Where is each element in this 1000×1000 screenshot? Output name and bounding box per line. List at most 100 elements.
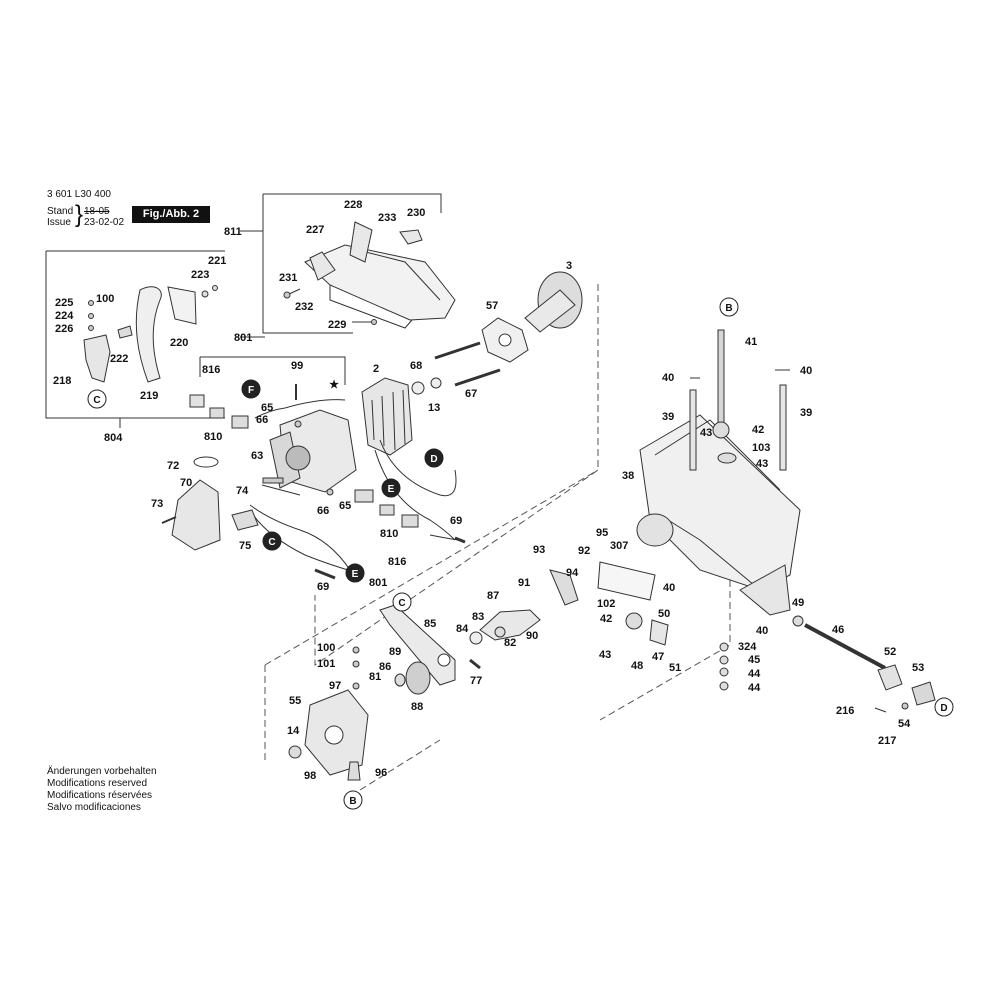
stand-value: 18-05 bbox=[84, 206, 110, 217]
label-88: 88 bbox=[411, 701, 423, 713]
callout-e-top: E bbox=[381, 478, 401, 498]
label-324: 324 bbox=[738, 641, 757, 653]
label-94: 94 bbox=[566, 567, 579, 579]
label-811: 811 bbox=[224, 226, 242, 238]
label-804: 804 bbox=[104, 432, 123, 444]
svg-text:C: C bbox=[268, 537, 275, 548]
label-43-top: 43 bbox=[700, 427, 712, 439]
armature bbox=[494, 271, 583, 349]
label-43-mid: 43 bbox=[756, 458, 768, 470]
label-89: 89 bbox=[389, 646, 401, 658]
stand-label: Stand bbox=[47, 206, 74, 217]
label-216: 216 bbox=[836, 705, 854, 717]
label-93: 93 bbox=[533, 544, 545, 556]
label-69-right: 69 bbox=[450, 515, 462, 527]
label-218: 218 bbox=[53, 375, 71, 387]
motor-housing bbox=[269, 409, 357, 493]
label-72: 72 bbox=[167, 460, 179, 472]
label-97: 97 bbox=[329, 680, 341, 692]
label-86: 86 bbox=[379, 661, 391, 673]
label-13: 13 bbox=[428, 402, 440, 414]
label-66-mid: 66 bbox=[317, 505, 329, 517]
stator bbox=[361, 377, 413, 456]
label-227: 227 bbox=[306, 224, 324, 236]
callout-c-motor: C bbox=[262, 531, 282, 551]
part-number: 3 601 L30 400 bbox=[47, 189, 111, 200]
label-67: 67 bbox=[465, 388, 477, 400]
stand-issue-values: 18-05 23-02-02 bbox=[84, 206, 124, 228]
label-232: 232 bbox=[295, 301, 313, 313]
label-81: 81 bbox=[369, 671, 381, 683]
label-40-right: 40 bbox=[800, 365, 812, 377]
riving-knife-assembly bbox=[83, 285, 218, 383]
star-marker: ★ bbox=[329, 379, 339, 391]
label-221: 221 bbox=[208, 255, 226, 267]
label-801-top: 801 bbox=[234, 332, 252, 344]
label-45: 45 bbox=[748, 654, 760, 666]
svg-text:D: D bbox=[430, 454, 437, 465]
label-51: 51 bbox=[669, 662, 681, 674]
label-222: 222 bbox=[110, 353, 128, 365]
label-40-lower: 40 bbox=[756, 625, 768, 637]
brace-glyph: } bbox=[75, 201, 84, 228]
label-14: 14 bbox=[287, 725, 300, 737]
label-44-b: 44 bbox=[748, 682, 761, 694]
label-99: 99 bbox=[291, 360, 303, 372]
figure-badge: Fig./Abb. 2 bbox=[132, 206, 210, 223]
callout-c-arm: C bbox=[392, 592, 412, 612]
label-91: 91 bbox=[518, 577, 530, 589]
stand-issue-labels: Stand Issue bbox=[47, 206, 87, 228]
issue-value: 23-02-02 bbox=[84, 217, 125, 228]
callout-e-bottom: E bbox=[345, 563, 365, 583]
label-74: 74 bbox=[236, 485, 249, 497]
label-46: 46 bbox=[832, 624, 844, 636]
svg-text:C: C bbox=[93, 395, 100, 406]
label-65-mid: 65 bbox=[339, 500, 351, 512]
label-95: 95 bbox=[596, 527, 608, 539]
label-230: 230 bbox=[407, 207, 425, 219]
label-231: 231 bbox=[279, 272, 297, 284]
label-47: 47 bbox=[652, 651, 664, 663]
label-220: 220 bbox=[170, 337, 188, 349]
label-38: 38 bbox=[622, 470, 634, 482]
label-98: 98 bbox=[304, 770, 316, 782]
label-41: 41 bbox=[745, 336, 757, 348]
callout-c-riving: C bbox=[87, 389, 107, 409]
group-box-816-801 bbox=[199, 356, 346, 385]
label-229: 229 bbox=[328, 319, 346, 331]
label-65-top: 65 bbox=[261, 402, 273, 414]
label-69-bottom: 69 bbox=[317, 581, 329, 593]
label-43-lower: 43 bbox=[599, 649, 611, 661]
modification-notes: Änderungen vorbehalten Modifications res… bbox=[47, 766, 157, 814]
label-219: 219 bbox=[140, 390, 158, 402]
label-101: 101 bbox=[317, 658, 335, 670]
label-52: 52 bbox=[884, 646, 896, 658]
label-42-mid: 42 bbox=[600, 613, 612, 625]
callout-f: F bbox=[241, 379, 261, 399]
label-810-top: 810 bbox=[204, 431, 222, 443]
label-217: 217 bbox=[878, 735, 896, 747]
callout-d-motor: D bbox=[424, 448, 444, 468]
callout-markers: B C F D E C E C bbox=[87, 297, 954, 810]
blade-guard-assembly bbox=[283, 221, 456, 329]
label-73: 73 bbox=[151, 498, 163, 510]
label-53: 53 bbox=[912, 662, 924, 674]
label-42-top: 42 bbox=[752, 424, 764, 436]
label-54: 54 bbox=[898, 718, 911, 730]
label-100-top: 100 bbox=[96, 293, 114, 305]
label-3: 3 bbox=[566, 260, 572, 272]
label-233: 233 bbox=[378, 212, 396, 224]
label-816-top: 816 bbox=[202, 364, 220, 376]
svg-text:B: B bbox=[349, 796, 356, 807]
label-816-mid: 816 bbox=[388, 556, 406, 568]
label-224: 224 bbox=[55, 310, 74, 322]
part-labels: 3 811 228 233 230 227 231 232 229 221 22… bbox=[53, 199, 924, 782]
svg-text:F: F bbox=[248, 385, 254, 396]
note-de: Änderungen vorbehalten bbox=[47, 766, 157, 777]
svg-text:E: E bbox=[352, 569, 359, 580]
label-39-left: 39 bbox=[662, 411, 674, 423]
group-box-811 bbox=[262, 193, 442, 334]
svg-text:E: E bbox=[388, 484, 395, 495]
label-100-bottom: 100 bbox=[317, 642, 335, 654]
